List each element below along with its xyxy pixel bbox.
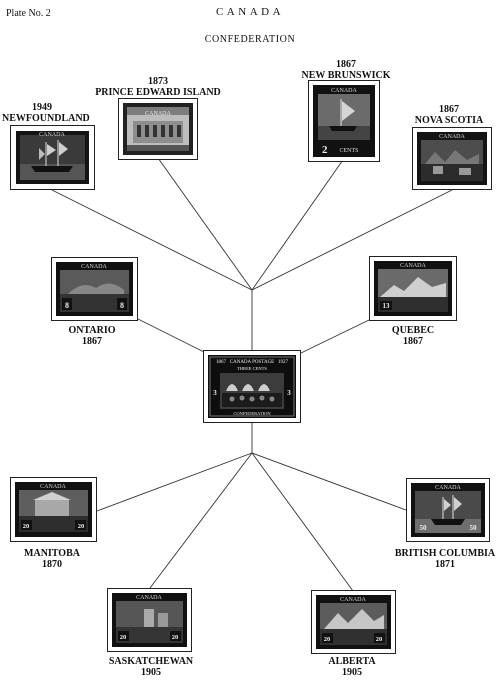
landscape-illustration: 20 20 CANADA: [112, 593, 187, 647]
line-saskatchewan: [149, 452, 253, 589]
nova-scotia-name: NOVA SCOTIA: [414, 115, 484, 126]
new-brunswick-stamp-text: CANADA: [331, 88, 357, 94]
new-brunswick-year: 1867: [336, 59, 356, 70]
landscape-illustration: 13 CANADA: [374, 261, 452, 316]
saskatchewan-name: SASKATCHEWAN: [108, 656, 194, 667]
alberta-name: ALBERTA: [328, 656, 376, 667]
stamp-ontario: 8 8 CANADA: [51, 257, 138, 321]
saskatchewan-stamp-value-right: 20: [172, 634, 179, 641]
line-new-brunswick: [251, 156, 346, 291]
confederation-value-left: 3: [213, 389, 217, 397]
newfoundland-name: NEWFOUNDLAND: [2, 113, 90, 124]
ontario-stamp-text: CANADA: [81, 264, 107, 270]
pei-stamp-text: CANADA: [145, 111, 171, 117]
label-alberta: ALBERTA 1905: [312, 656, 392, 678]
confederation-caption: CONFEDERATION: [233, 411, 271, 416]
label-manitoba: MANITOBA 1870: [12, 548, 92, 570]
label-newfoundland: 1949 NEWFOUNDLAND: [2, 102, 90, 124]
landscape-illustration: 20 20 CANADA: [15, 482, 92, 537]
confederation-year-left: 1867: [216, 360, 227, 365]
manitoba-year: 1870: [42, 559, 62, 570]
new-brunswick-name: NEW BRUNSWICK: [301, 70, 391, 81]
confederation-inscription: CANADA POSTAGE: [230, 360, 274, 365]
landscape-illustration: 20 20 CANADA: [316, 595, 391, 649]
line-manitoba: [96, 452, 253, 512]
label-nova-scotia: 1867 NOVA SCOTIA: [409, 104, 489, 126]
saskatchewan-stamp-value-left: 20: [120, 634, 127, 641]
stamp-nova-scotia: CANADA: [412, 127, 492, 190]
ontario-name: ONTARIO: [68, 325, 116, 336]
newfoundland-stamp-text: CANADA: [39, 132, 65, 138]
pei-name: PRINCE EDWARD ISLAND: [95, 87, 221, 98]
alberta-stamp-text: CANADA: [340, 597, 366, 603]
quebec-stamp-value: 13: [383, 302, 391, 310]
ship-illustration: 50 50 CANADA: [411, 483, 485, 537]
landscape-illustration: CANADA: [417, 132, 487, 185]
label-saskatchewan: SASKATCHEWAN 1905: [96, 656, 206, 678]
line-alberta: [251, 452, 354, 592]
stamp-new-brunswick: CANADA 2 CENTS: [308, 80, 380, 162]
label-quebec: QUEBEC 1867: [373, 325, 453, 347]
confederation-value-right: 3: [287, 389, 291, 397]
pei-year: 1873: [148, 76, 168, 87]
saskatchewan-stamp-text: CANADA: [136, 595, 162, 601]
newfoundland-stamp-text-layer: CANADA: [39, 132, 65, 138]
label-ontario: ONTARIO 1867: [52, 325, 132, 347]
ontario-year: 1867: [82, 336, 102, 347]
line-quebec: [300, 319, 370, 354]
building-illustration: [123, 103, 193, 155]
stamp-newfoundland: [10, 125, 95, 190]
label-prince-edward-island: 1873 PRINCE EDWARD ISLAND: [88, 76, 228, 98]
manitoba-stamp-value-right: 20: [78, 523, 85, 530]
line-nova-scotia: [251, 189, 453, 291]
page-subtitle: CONFEDERATION: [204, 34, 296, 45]
new-brunswick-stamp-value-text: CENTS: [339, 148, 358, 154]
manitoba-stamp-value-left: 20: [23, 523, 30, 530]
label-new-brunswick: 1867 NEW BRUNSWICK: [296, 59, 396, 81]
new-brunswick-stamp-value: 2: [322, 144, 328, 156]
manitoba-name: MANITOBA: [24, 548, 80, 559]
alberta-stamp-value-right: 20: [376, 636, 383, 643]
british-columbia-year: 1871: [435, 559, 455, 570]
page-title: CANADA: [215, 6, 285, 18]
nova-scotia-year: 1867: [439, 104, 459, 115]
quebec-stamp-text: CANADA: [400, 263, 426, 269]
line-british-columbia: [251, 452, 407, 511]
stamp-saskatchewan: 20 20 CANADA: [107, 588, 192, 652]
quebec-year: 1867: [403, 336, 423, 347]
british-columbia-name: BRITISH COLUMBIA: [394, 548, 496, 559]
ship-illustration: CANADA 2 CENTS: [313, 85, 375, 157]
ship-illustration: [16, 131, 89, 184]
manitoba-stamp-text: CANADA: [40, 484, 66, 490]
ontario-stamp-value-right: 8: [120, 301, 124, 310]
stamp-alberta: 20 20 CANADA: [311, 590, 396, 654]
plate-number: Plate No. 2: [6, 8, 51, 19]
bc-stamp-text: CANADA: [435, 485, 461, 491]
quebec-name: QUEBEC: [391, 325, 435, 336]
landscape-illustration: 8 8 CANADA: [56, 262, 133, 316]
alberta-year: 1905: [342, 667, 362, 678]
ontario-stamp-value-left: 8: [65, 301, 69, 310]
line-ontario: [137, 318, 205, 353]
stamp-confederation: 1867 1927 CANADA POSTAGE THREE CENTS 3 3…: [203, 350, 301, 423]
saskatchewan-year: 1905: [141, 667, 161, 678]
line-newfoundland: [51, 189, 253, 291]
stamp-manitoba: 20 20 CANADA: [10, 477, 97, 542]
nova-scotia-stamp-text: CANADA: [439, 134, 465, 140]
stamp-quebec: 13 CANADA: [369, 256, 457, 321]
newfoundland-year: 1949: [32, 102, 52, 113]
confederation-denomination: THREE CENTS: [237, 366, 267, 371]
stamp-british-columbia: 50 50 CANADA: [406, 478, 490, 542]
label-british-columbia: BRITISH COLUMBIA 1871: [390, 548, 500, 570]
confederation-year-right: 1927: [278, 360, 289, 365]
line-prince-edward-island: [157, 157, 253, 291]
alberta-stamp-value-left: 20: [324, 636, 331, 643]
stamp-prince-edward-island: [118, 98, 198, 160]
pei-stamp-text-layer: CANADA: [145, 111, 171, 117]
bc-stamp-value-right: 50: [470, 524, 478, 532]
bc-stamp-value-left: 50: [420, 524, 428, 532]
assembly-illustration: 1867 1927 CANADA POSTAGE THREE CENTS 3 3…: [208, 355, 296, 418]
